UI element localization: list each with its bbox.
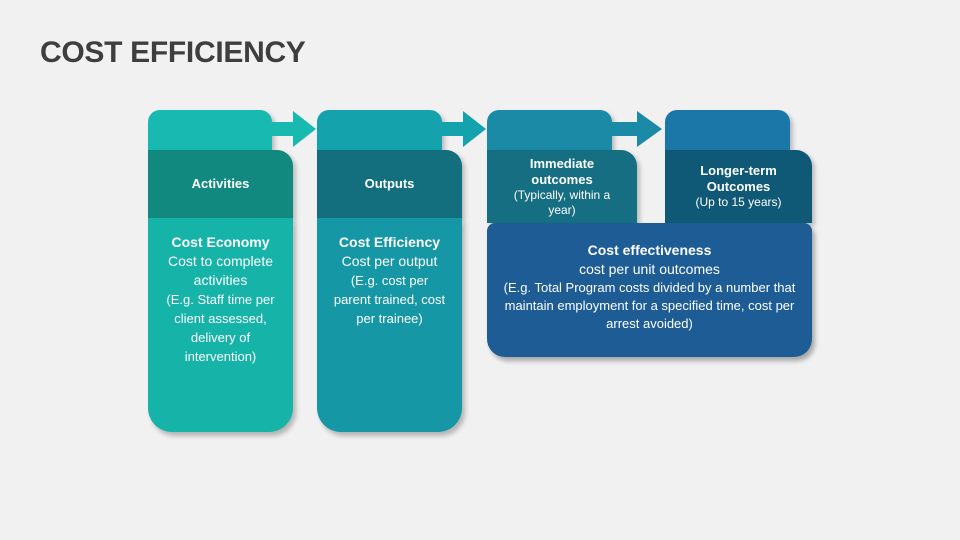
outcome-body-subtitle: cost per unit outcomes (579, 261, 720, 277)
stage4-top-band (665, 110, 790, 150)
page-title: COST EFFICIENCY (40, 36, 306, 70)
stage3-header-note: (Typically, within a year) (513, 187, 611, 217)
stage2-body: Cost Efficiency Cost per output (E.g. co… (317, 218, 462, 432)
stage2-body-subtitle: Cost per output (341, 253, 438, 269)
stage3-header: Immediate outcomes (Typically, within a … (487, 150, 637, 223)
flow-arrow-2-head (463, 111, 486, 147)
flow-arrow-3-head (637, 111, 662, 147)
stage1-header: Activities (148, 150, 293, 218)
stage2-top-band (317, 110, 442, 150)
stage3-top-band (487, 110, 612, 150)
outcome-body: Cost effectiveness cost per unit outcome… (487, 223, 812, 357)
flow-arrow-1-head (293, 111, 316, 147)
stage4-header-note: (Up to 15 years) (695, 195, 782, 209)
stage2-body-title: Cost Efficiency (338, 234, 441, 250)
stage1-top-band (148, 110, 272, 150)
stage4-header-label: Longer-term Outcomes (700, 163, 777, 194)
stage1-body: Cost Economy Cost to complete activities… (148, 218, 293, 432)
outcome-body-title: Cost effectiveness (587, 242, 712, 258)
flow-arrow-3-stem (610, 122, 638, 136)
stage4-header: Longer-term Outcomes (Up to 15 years) (665, 150, 812, 223)
stage2-header: Outputs (317, 150, 462, 218)
stage1-body-subtitle: Cost to complete activities (167, 253, 274, 288)
outcome-body-example: (E.g. Total Program costs divided by a n… (503, 280, 796, 331)
stage2-body-example: (E.g. cost per parent trained, cost per … (333, 273, 446, 326)
flow-arrow-1-stem (270, 122, 294, 136)
flow-arrow-2-stem (440, 122, 464, 136)
stage1-body-title: Cost Economy (171, 234, 270, 250)
stage1-header-label: Activities (191, 176, 250, 191)
stage1-body-example: (E.g. Staff time per client assessed, de… (166, 292, 275, 364)
stage2-header-label: Outputs (364, 176, 415, 191)
stage3-header-label: Immediate outcomes (529, 155, 595, 187)
